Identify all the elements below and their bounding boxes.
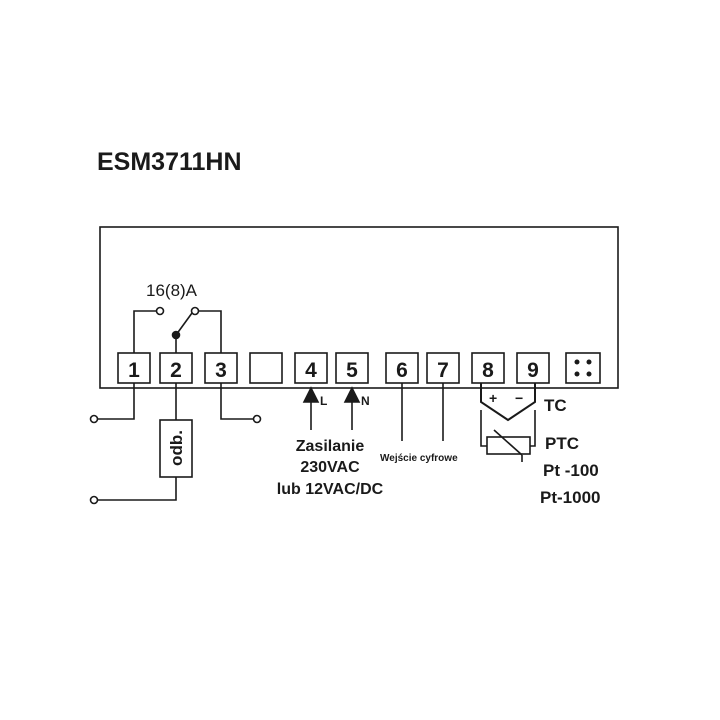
terminal-number: 6 [396, 359, 408, 382]
terminal-number: 8 [482, 359, 494, 382]
terminal-number: 2 [170, 359, 182, 382]
relay-rating: 16(8)A [146, 281, 198, 300]
pt100-label: Pt -100 [543, 461, 599, 480]
relay-wire-1 [133, 310, 156, 353]
relay-switch [175, 312, 193, 336]
ptc-wire-left [480, 410, 487, 447]
pt1000-label: Pt-1000 [540, 488, 600, 507]
terminal-number: 4 [305, 359, 317, 382]
terminal-box [471, 352, 505, 384]
wire-load-out [98, 477, 177, 501]
wire-3-out [220, 383, 253, 420]
terminal-number: 5 [346, 359, 358, 382]
terminal-number: 7 [437, 359, 449, 382]
terminal-number: 1 [128, 359, 140, 382]
terminal-circle [89, 414, 99, 424]
terminal-box [294, 352, 328, 384]
terminal-circle [89, 495, 99, 505]
relay-contact-nc [155, 306, 165, 316]
tc-minus: − [515, 390, 523, 406]
tc-label: TC [544, 396, 567, 415]
device-body [99, 226, 619, 389]
relay-wire-3 [199, 310, 222, 353]
power-line2: 230VAC [300, 459, 360, 476]
ptc-wire-right [530, 410, 536, 447]
ptc-label: PTC [545, 434, 579, 453]
arrow-up-icon [302, 386, 320, 403]
digital-input-label: Wejście cyfrowe [380, 453, 458, 464]
terminal-box [335, 352, 369, 384]
resistor-icon [486, 436, 531, 455]
port-dots-icon [574, 359, 592, 377]
power-l-label: L [320, 394, 327, 408]
relay-contact-no [190, 306, 200, 316]
resistor-slash [493, 429, 523, 456]
terminal-box [249, 352, 283, 384]
wire-1-out [98, 383, 135, 420]
connector-port [565, 352, 601, 384]
power-line3: lub 12VAC/DC [277, 481, 384, 498]
terminal-circle [252, 414, 262, 424]
power-line1: Zasilanie [296, 438, 365, 455]
terminal-box [516, 352, 550, 384]
load-label: odb. [167, 430, 186, 466]
power-n-label: N [361, 394, 370, 408]
terminal-number: 9 [527, 359, 539, 382]
device-title: ESM3711HN [97, 148, 242, 176]
arrow-up-icon [343, 386, 361, 403]
tc-plus: + [489, 390, 497, 406]
tc-wire [480, 383, 536, 422]
terminal-number: 3 [215, 359, 227, 382]
